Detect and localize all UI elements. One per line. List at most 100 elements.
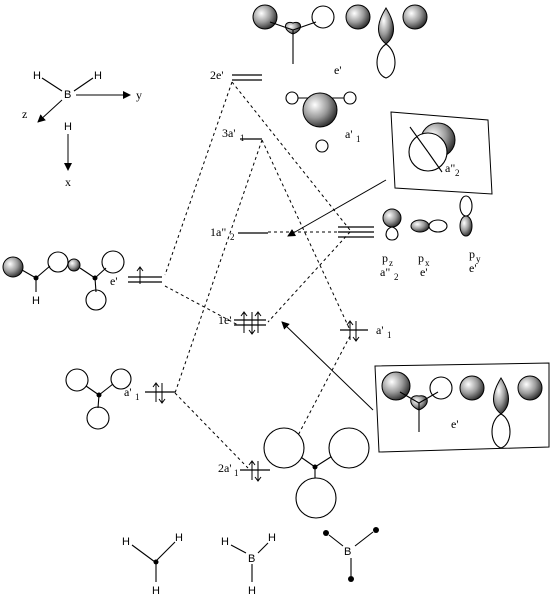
top-e-lobe-1 (252, 4, 278, 30)
right-a1-label: a' (376, 323, 384, 337)
mo-2a1-label: 2a' (218, 461, 232, 475)
left-frag3-lobe-1 (65, 368, 89, 392)
left-frag2-lobe-1 (67, 258, 81, 272)
top-e2-lobe-1 (345, 4, 371, 30)
right-fragment-levels: a' 1 (338, 226, 392, 342)
px-lobe-1 (410, 219, 430, 233)
px-lobe-2 (428, 219, 448, 233)
left-frag1-lobe-2 (47, 251, 69, 273)
bottom-a1-orbital (263, 427, 370, 519)
top-a1-label: a' (345, 127, 353, 141)
correlation-lines (164, 81, 351, 469)
bottom-a1-lobe-3 (295, 477, 337, 519)
top-e-orbitals: e' a' 1 (252, 4, 428, 153)
box-e2-lobe-2 (517, 375, 543, 401)
x-axis-label: x (65, 175, 71, 189)
bh3-h3: H (152, 585, 160, 597)
mo-2e-label: 2e' (210, 68, 224, 82)
axis-bond-1 (41, 77, 63, 92)
bottom-a1-center (312, 464, 318, 470)
pz-sym-sub: 2 (394, 272, 399, 282)
mo-1e-label: 1e' (218, 313, 232, 327)
bh3-h4: H (221, 536, 229, 548)
axis-h3: H (64, 121, 72, 133)
px-label: p (418, 251, 424, 265)
mo-2a1-sub: 1 (234, 468, 239, 478)
z-axis-label: z (22, 107, 27, 121)
bottom-a1-lobe-1 (263, 427, 305, 469)
box-e2-lobe-1 (459, 375, 485, 401)
pz-sub: z (389, 258, 393, 268)
bh3-h1: H (122, 536, 130, 548)
py-lobe-2 (459, 215, 473, 237)
pz-label: p (382, 251, 388, 265)
right-a1-sub: 1 (387, 330, 392, 340)
box-a2-label: a" (445, 161, 455, 175)
py-sym: e' (469, 261, 477, 275)
box-e2-lobe-4 (491, 413, 511, 449)
box-e-lobe-2 (429, 376, 453, 400)
arrow-box-to-1a2 (287, 179, 387, 237)
py-label: p (469, 247, 475, 261)
top-a1-small-3 (315, 139, 329, 153)
box-e-label: e' (451, 417, 459, 431)
axis-h2: H (94, 70, 102, 82)
mo-3a1-label: 3a' (222, 126, 236, 140)
mo-1a2-label: 1a" (210, 225, 226, 239)
left-frag2-lobe-2 (101, 250, 125, 274)
py-lobe-1 (459, 195, 473, 217)
left-frag3-lobe-3 (86, 406, 110, 430)
pz-sym: a" (380, 265, 390, 279)
left-frag1-lobe-1 (2, 256, 24, 278)
top-e-prime-label: e' (334, 63, 342, 77)
box-e-lobe-1 (381, 371, 411, 401)
left-frag1-h: H (32, 295, 40, 307)
pz-lobe-1 (382, 208, 402, 228)
axis-bond-2 (73, 77, 94, 92)
right-a1-electrons (346, 320, 360, 342)
mo-2a1-electrons (248, 460, 262, 482)
top-e-lobe-2 (311, 5, 335, 29)
b-only: B (344, 546, 351, 558)
axis-b: B (64, 89, 71, 101)
py-sub: y (476, 254, 481, 264)
coordinate-axes: H H B H y z x (22, 70, 142, 189)
px-sub: x (425, 258, 430, 268)
left-a1-sub: 1 (135, 392, 140, 402)
mo-1e-electrons (240, 311, 262, 335)
top-a1-center-lobe (302, 92, 338, 128)
left-e-electron (136, 266, 144, 284)
box-e-orbitals: e' (374, 362, 550, 453)
bottom-structures: H H H H H B H B (122, 527, 379, 597)
left-frag3-lobe-2 (110, 368, 132, 390)
bh3-h5: H (268, 532, 276, 544)
left-fragment-levels: e' a' 1 (110, 266, 175, 404)
top-a1-small-2 (343, 91, 357, 105)
box-a2-sub: 2 (455, 168, 460, 178)
pz-lobe-2 (385, 226, 399, 241)
top-e2-lobe-3 (378, 7, 394, 45)
px-sym: e' (420, 265, 428, 279)
box-a2-orbital: a" 2 (390, 111, 493, 195)
bh3-b: B (248, 553, 255, 565)
mo-1a2-sub: 2 (230, 232, 235, 242)
mo-3a1-sub: 1 (240, 133, 245, 143)
left-frag2-lobe-3 (85, 289, 107, 311)
z-axis-arrow (37, 99, 63, 123)
bh3-h2: H (175, 532, 183, 544)
bh3-h6: H (248, 585, 256, 597)
left-fragment-orbitals: H (2, 250, 132, 430)
left-e-label: e' (110, 274, 118, 288)
mo-levels: 2e' 3a' 1 1a" 2 1e' 2a' 1 (210, 68, 270, 482)
p-orbitals: p z a" 2 p x e' p y e' (380, 195, 481, 282)
top-e2-lobe-2 (402, 4, 428, 30)
top-e2-lobe-4 (376, 43, 396, 79)
top-a1-small-1 (285, 91, 299, 105)
left-a1-electrons (152, 382, 166, 404)
axis-h1: H (33, 70, 41, 82)
top-a1-sub: 1 (356, 134, 361, 144)
bottom-a1-lobe-2 (328, 427, 370, 469)
arrow-box-to-1e (281, 321, 374, 411)
